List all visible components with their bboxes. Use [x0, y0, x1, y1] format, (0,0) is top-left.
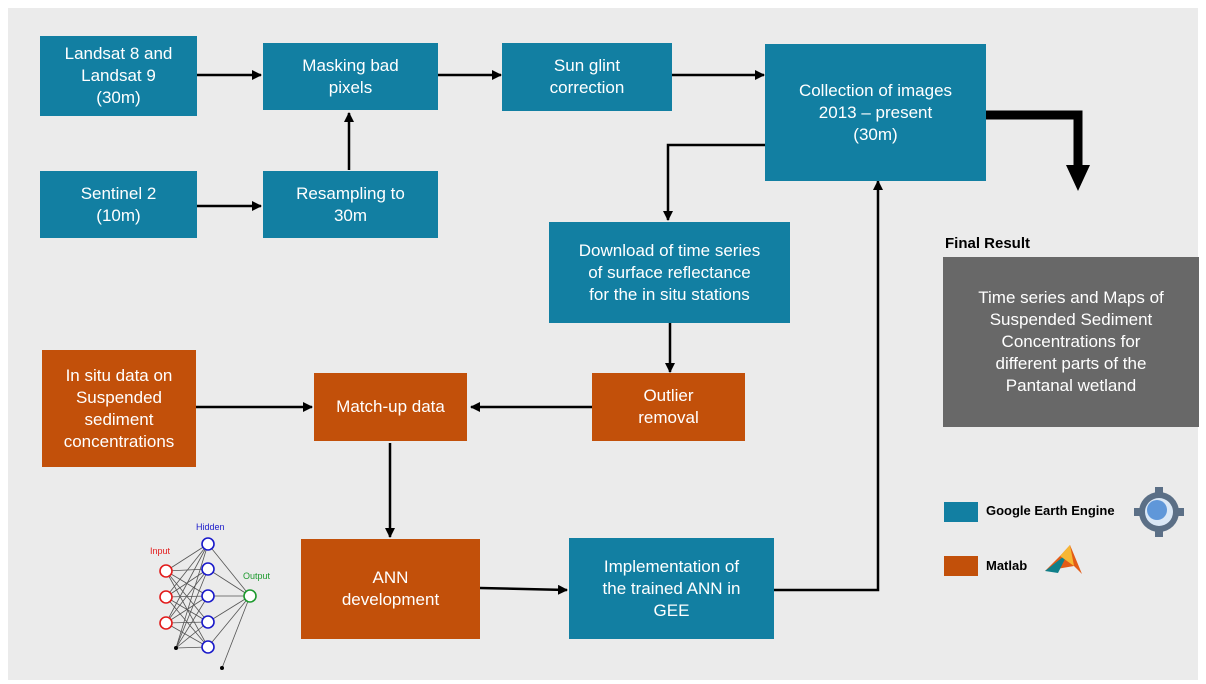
legend-matlab-label: Matlab: [986, 558, 1028, 573]
final-result-title: Final Result: [945, 235, 1031, 252]
landsat-box: Landsat 8 and Landsat 9 (30m): [40, 36, 197, 116]
arrow-collection-to-download: [663, 143, 765, 221]
resampling-box: Resampling to 30m: [263, 171, 438, 238]
sentinel-box: Sentinel 2 (10m): [40, 171, 197, 238]
collection-box: Collection of images 2013 – present (30m…: [765, 44, 986, 181]
masking-box: Masking bad pixels: [263, 43, 438, 110]
ann-box: ANN development: [301, 539, 480, 639]
sunglint-box: Sun glint correction: [502, 43, 672, 111]
download-box: Download of time series of surface refle…: [549, 222, 790, 323]
arrow-implementation-to-collection: [774, 180, 883, 592]
outlier-box: Outlier removal: [592, 373, 745, 441]
insitu-box: In situ data on Suspended sediment conce…: [42, 350, 196, 467]
implementation-box: Implementation of the trained ANN in GEE: [569, 538, 774, 639]
network-output-label: Output: [243, 571, 271, 581]
arrow-ann-to-implementation: [479, 584, 568, 595]
arrow-collection-to-final: [985, 110, 1090, 191]
network-input-label: Input: [150, 546, 171, 556]
final-result-box: Time series and Maps of Suspended Sedime…: [943, 257, 1199, 427]
network-hidden-label: Hidden: [196, 522, 225, 532]
legend-gee-swatch: [944, 502, 978, 522]
matchup-box: Match-up data: [314, 373, 467, 441]
legend-matlab-swatch: [944, 556, 978, 576]
legend-gee-label: Google Earth Engine: [986, 503, 1115, 518]
